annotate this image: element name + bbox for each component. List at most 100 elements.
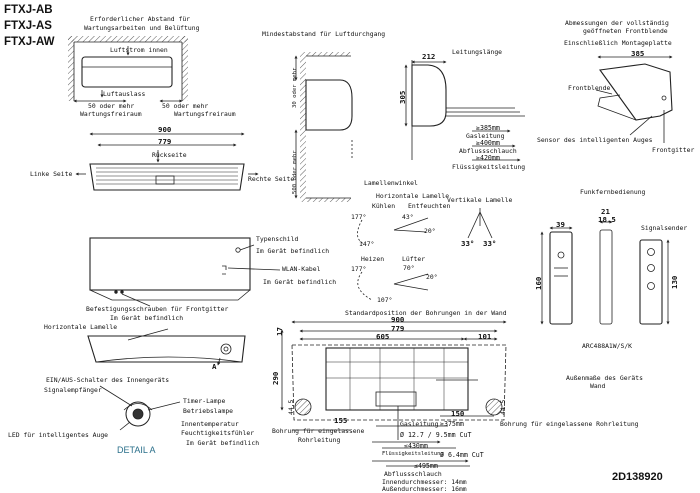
label: Mindestabstand für Luftdurchgang (262, 30, 386, 38)
dimension: 500 oder mehr (292, 150, 298, 194)
label: geöffneten Frontblende (583, 27, 668, 35)
label: A (212, 362, 217, 371)
label: Signalempfänger (44, 386, 102, 394)
label: WLAN-Kabel (282, 265, 321, 273)
label: 43° (402, 213, 414, 221)
bottom-view (87, 328, 246, 431)
dimension: 30 oder mehr (292, 67, 298, 108)
label: Frontgitter (652, 146, 695, 154)
dimension: 779 (158, 137, 172, 146)
label: Gasleitung (400, 420, 439, 428)
label: Erforderlicher Abstand für (90, 15, 191, 23)
label: Rohrleitung (298, 436, 341, 444)
label: Wand (590, 382, 606, 390)
label: Wartungsfreiraum (174, 110, 236, 118)
label: Feuchtigkeitsfühler (181, 429, 255, 437)
label: Im Gerät befindlich (263, 278, 337, 286)
dimension: 900 (158, 125, 172, 134)
dimension: 130 (670, 275, 679, 289)
model-name: FTXJ-AB (4, 4, 53, 16)
label: Linke Seite (30, 170, 73, 178)
label: 177° (351, 213, 367, 221)
label: Rechte Seite (248, 175, 295, 183)
label: Außendurchmesser: 16mm (382, 485, 467, 493)
model-name: FTXJ-AW (4, 36, 55, 48)
dimension: 50 oder mehr (88, 102, 135, 110)
label: 177° (351, 265, 367, 273)
label: Luftauslass (103, 90, 146, 98)
label: Timer-Lampe (183, 397, 226, 405)
dimension: 779 (391, 324, 405, 333)
dimension: 101 (478, 332, 492, 341)
label: Flüssigkeitsleitung (452, 163, 526, 171)
label: 20° (424, 227, 436, 235)
label: Typenschild (256, 235, 299, 243)
unit-front-view (89, 237, 281, 307)
dimension: 605 (376, 332, 390, 341)
dimension: ≥420mm (476, 154, 500, 162)
label: Lüfter (402, 255, 426, 263)
louver-angle-diagram (357, 208, 493, 301)
dimension: 900 (391, 315, 405, 324)
label: Im Gerät befindlich (110, 314, 184, 322)
label: Horizontale Lamelle (376, 192, 450, 200)
label: Vertikale Lamelle (447, 196, 513, 204)
wall-hole-plan (280, 320, 507, 467)
label: Luftstrom innen (110, 46, 168, 54)
label: Außenmaße des Geräts (566, 374, 643, 382)
clearance-view (68, 36, 188, 103)
label: EIN/AUS-Schalter des Innengeräts (46, 376, 170, 384)
label: Standardposition der Bohrungen in der Wa… (345, 309, 507, 317)
dimension: ≤495mm (414, 462, 438, 470)
document-code: 2D138920 (612, 471, 663, 483)
detail-label: DETAIL A (117, 445, 156, 455)
dimension: Ø 6.4mm CuT (440, 451, 484, 459)
label: Funkfernbedienung (580, 188, 646, 196)
label: 147° (359, 240, 375, 248)
label: Lamellenwinkel (364, 179, 418, 187)
dimension: 155 (334, 416, 348, 425)
open-panel-view (595, 55, 673, 143)
label: Innendurchmesser: 14mm (382, 478, 467, 486)
label: Betriebslampe (183, 407, 234, 415)
airflow-view (294, 52, 353, 202)
label: Bohrung für eingelassene Rohrleitung (500, 420, 639, 428)
label: 20° (426, 273, 438, 281)
dimension: Ø 12.7 / 9.5mm CuT (400, 431, 472, 439)
dimension: 17 (275, 327, 284, 336)
label: Abflussschlauch (384, 470, 442, 478)
label: Leitungslänge (452, 48, 503, 56)
label: Frontblende (568, 84, 611, 92)
dimension: 290 (271, 371, 280, 385)
label: 70° (403, 264, 415, 272)
dimension: ≥375mm (440, 420, 464, 428)
label: ARC488A1W/S/K (582, 342, 633, 350)
side-view (404, 60, 525, 162)
dimension: 212 (422, 52, 436, 61)
label: Im Gerät befindlich (256, 247, 330, 255)
remote-drawings (540, 220, 670, 325)
label: Gasleitung (466, 132, 505, 140)
label: LED für intelligentes Auge (8, 431, 109, 439)
label: Horizontale Lamelle (44, 323, 118, 331)
dimension: 44.5 (499, 399, 507, 415)
dimension: 385 (631, 49, 645, 58)
label: Flüssigkeitsleitung (382, 451, 444, 457)
dimension: 44.5 (287, 399, 295, 415)
label: Bohrung für eingelassene (272, 427, 365, 435)
label: Abflussschlauch (459, 147, 517, 155)
label: Signalsender (641, 224, 688, 232)
dimension: 150 (451, 409, 465, 418)
dimension: 160 (534, 276, 543, 290)
label: Innentemperatur (181, 420, 239, 428)
dimension: 39 (556, 220, 565, 229)
label: Im Gerät befindlich (186, 439, 260, 447)
label: Befestigungsschrauben für Frontgitter (86, 305, 229, 313)
dimension: ≤430mm (404, 442, 428, 450)
label: Kühlen (372, 202, 396, 210)
label: Heizen (361, 255, 385, 263)
dimension: 50 oder mehr (162, 102, 209, 110)
label: 33° (483, 239, 497, 248)
